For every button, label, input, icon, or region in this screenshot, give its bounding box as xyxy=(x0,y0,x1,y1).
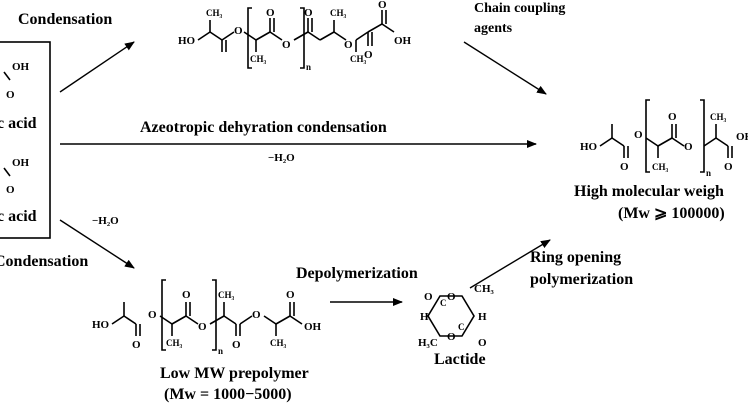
svg-text:O: O xyxy=(232,339,241,351)
low-oh: OH xyxy=(304,321,322,333)
svg-text:O: O xyxy=(620,161,629,173)
lactide-label: Lactide xyxy=(434,351,486,368)
svg-text:O: O xyxy=(447,331,456,343)
arrow-bottom-condensation xyxy=(59,219,135,269)
high-bracket-left xyxy=(645,99,650,173)
svg-text:H: H xyxy=(478,311,487,323)
svg-text:O: O xyxy=(634,129,643,141)
label-chain-coupling-2: agents xyxy=(474,21,513,36)
frag-o-2: O xyxy=(6,184,15,196)
svg-text:CH₃: CH₃ xyxy=(652,162,669,172)
acid-label-1: c acid xyxy=(0,115,37,132)
svg-text:CH₃: CH₃ xyxy=(250,54,267,64)
label-chain-coupling-1: Chain coupling xyxy=(474,1,565,16)
svg-text:H₃C: H₃C xyxy=(418,337,438,349)
lactide-structure: O O O C C CH₃ H H H₃C O xyxy=(418,283,495,349)
svg-text:O: O xyxy=(182,289,191,301)
label-ring-opening-1: Ring opening xyxy=(530,249,621,266)
top-ho: HO xyxy=(178,35,196,47)
svg-text:CH₃: CH₃ xyxy=(218,290,235,300)
low-mw-label: Low MW prepolymer xyxy=(160,365,309,382)
svg-text:O: O xyxy=(286,289,295,301)
label-ring-opening-2: polymerization xyxy=(530,271,633,288)
high-bracket-right xyxy=(700,99,705,173)
high-mw-value: (Mw ⩾ 100000) xyxy=(618,205,725,222)
svg-text:CH₃: CH₃ xyxy=(474,283,495,295)
label-azeotropic: Azeotropic dehyration condensation xyxy=(140,119,387,136)
svg-text:O: O xyxy=(447,291,456,303)
top-bracket-right xyxy=(300,7,305,69)
svg-text:n: n xyxy=(306,62,311,72)
svg-text:CH₃: CH₃ xyxy=(270,338,287,348)
svg-text:O: O xyxy=(724,161,733,173)
arrow-ring-opening xyxy=(469,239,551,289)
svg-text:CH₃: CH₃ xyxy=(206,8,223,18)
svg-text:O: O xyxy=(282,39,291,51)
svg-text:O: O xyxy=(668,111,677,123)
top-oligomer-structure: HO CH₃ O CH₃ O O n O CH₃ O O xyxy=(178,0,412,72)
label-top-condensation: Condensation xyxy=(18,11,112,28)
label-bottom-condensation: Condensation xyxy=(0,253,88,270)
top-oh: OH xyxy=(394,35,412,47)
svg-text:O: O xyxy=(424,291,433,303)
svg-text:O: O xyxy=(684,141,693,153)
svg-text:C: C xyxy=(458,322,465,332)
svg-text:O: O xyxy=(148,309,157,321)
svg-text:O: O xyxy=(252,309,261,321)
svg-text:n: n xyxy=(218,346,223,356)
low-mw-structure: HO O O CH₃ O O n CH₃ O O CH₃ O xyxy=(92,279,322,356)
frag-o-1: O xyxy=(6,89,15,101)
label-minus-h2o-low: −H₂O xyxy=(92,215,119,227)
label-depolymerization: Depolymerization xyxy=(296,265,418,282)
high-mw-structure: HO O O CH₃ O O n CH₃ O OH xyxy=(580,99,748,178)
low-ho: HO xyxy=(92,319,110,331)
arrow-chain-coupling xyxy=(463,41,547,95)
low-bracket-right xyxy=(212,279,217,351)
acid-label-2: c acid xyxy=(0,208,37,225)
svg-text:O: O xyxy=(198,321,207,333)
arrow-top-condensation xyxy=(59,41,135,93)
high-oh: OH xyxy=(736,131,748,143)
svg-text:CH₃: CH₃ xyxy=(166,338,183,348)
low-bracket-left xyxy=(161,279,166,351)
svg-text:CH₃: CH₃ xyxy=(350,54,367,64)
svg-text:O: O xyxy=(304,7,313,19)
frag-oh-2: OH xyxy=(12,157,30,169)
svg-text:O: O xyxy=(364,49,373,61)
high-mw-label: High molecular weigh xyxy=(574,183,724,200)
svg-text:n: n xyxy=(706,168,711,178)
svg-text:O: O xyxy=(132,339,141,351)
svg-text:C: C xyxy=(440,298,447,308)
top-bracket-left xyxy=(247,7,252,69)
svg-text:CH₃: CH₃ xyxy=(710,112,727,122)
svg-text:O: O xyxy=(378,0,387,11)
svg-text:O: O xyxy=(266,7,275,19)
svg-text:O: O xyxy=(478,337,487,349)
svg-text:H: H xyxy=(420,311,429,323)
frag-oh-1: OH xyxy=(12,61,30,73)
lactic-acid-box: OH O c acid OH O c acid xyxy=(0,41,51,239)
high-ho: HO xyxy=(580,141,598,153)
low-mw-value: (Mw = 1000−5000) xyxy=(164,386,292,403)
svg-text:CH₃: CH₃ xyxy=(330,8,347,18)
svg-text:O: O xyxy=(344,39,353,51)
svg-text:O: O xyxy=(234,25,243,37)
label-minus-h2o-mid: −H₂O xyxy=(268,152,295,164)
